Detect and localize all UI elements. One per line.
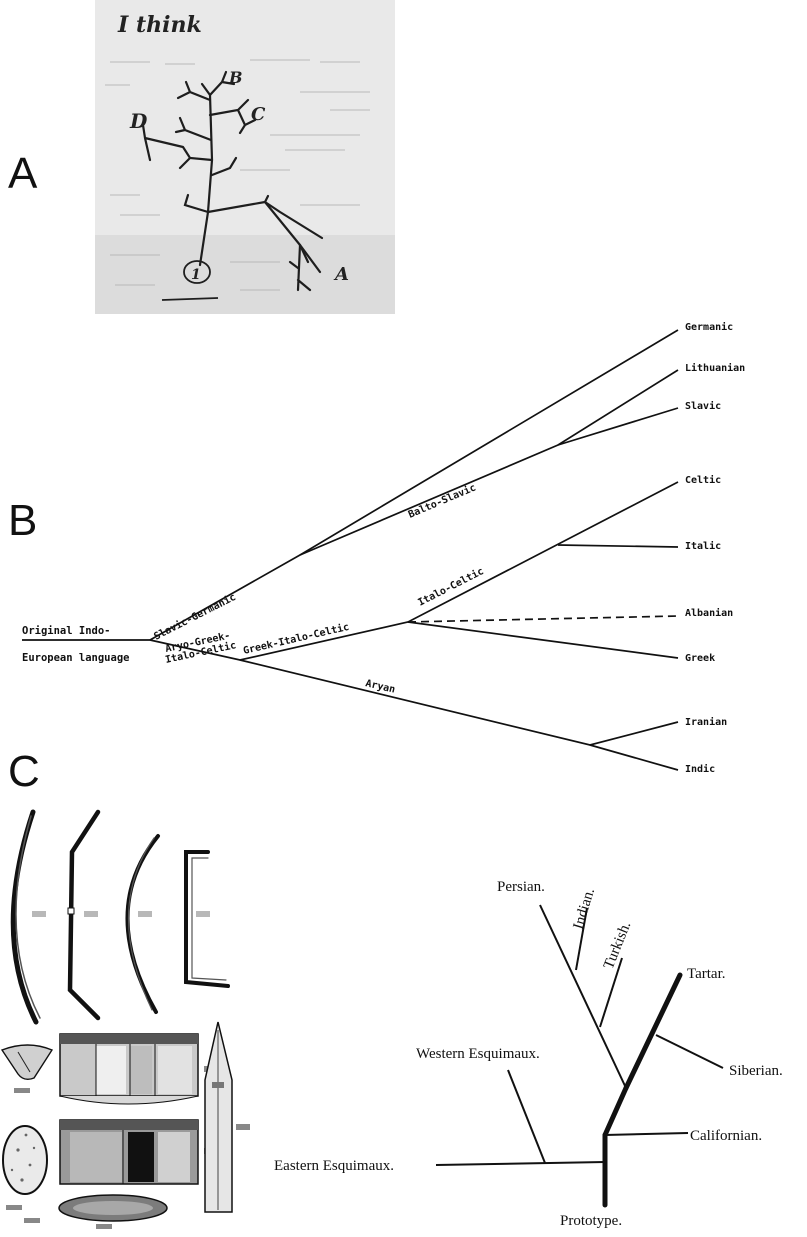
branch-aryan: Aryan bbox=[364, 678, 396, 695]
leaf-siberian: Siberian. bbox=[729, 1063, 783, 1079]
hair-micro-panel-1 bbox=[60, 1034, 218, 1104]
albanian-dashed-edge bbox=[408, 616, 678, 622]
leaf-eastern-esquimaux: Eastern Esquimaux. bbox=[274, 1158, 394, 1174]
leaf-turkish: Turkish. bbox=[601, 919, 635, 971]
hair-knot bbox=[68, 908, 74, 914]
leaf-italic: Italic bbox=[685, 540, 721, 552]
leaf-lithuanian: Lithuanian bbox=[685, 362, 745, 374]
language-tree: Persian. Indian. Turkish. Tartar. Siberi… bbox=[274, 879, 783, 1229]
panel-letter-c: C bbox=[8, 747, 40, 796]
leaf-albanian: Albanian bbox=[685, 607, 733, 619]
notebook-heading: I think bbox=[117, 12, 202, 38]
leaf-iranian: Iranian bbox=[685, 716, 727, 728]
root-prototype: Prototype. bbox=[560, 1213, 622, 1229]
panel-letter-a: A bbox=[8, 149, 38, 198]
leaf-tartar: Tartar. bbox=[687, 966, 726, 982]
notebook-sketch: I think 1 D B C A bbox=[95, 0, 395, 314]
leaf-western-esquimaux: Western Esquimaux. bbox=[416, 1046, 540, 1062]
page-shadow bbox=[95, 235, 395, 314]
tree-c-edges bbox=[436, 905, 723, 1165]
indo-european-tree: Original Indo- European language Slavic-… bbox=[22, 321, 745, 775]
tree-b-edges bbox=[22, 330, 678, 770]
label-d: D bbox=[129, 109, 148, 133]
branch-balto-slavic: Balto-Slavic bbox=[406, 481, 477, 520]
leaf-persian: Persian. bbox=[497, 879, 545, 895]
hair-illustrations bbox=[2, 812, 250, 1229]
root-label-line1: Original Indo- bbox=[22, 625, 111, 637]
hair-flat-section bbox=[59, 1195, 167, 1229]
label-b: B bbox=[228, 68, 243, 87]
label-one: 1 bbox=[191, 267, 201, 283]
panel-letter-b: B bbox=[8, 496, 37, 545]
leaf-germanic: Germanic bbox=[685, 321, 733, 333]
hair-fig-tags bbox=[32, 911, 210, 917]
hair-cross-section-top bbox=[2, 1045, 52, 1093]
leaf-slavic: Slavic bbox=[685, 400, 721, 412]
tree-c-thick-trunk bbox=[605, 975, 680, 1205]
leaf-indian: Indian. bbox=[571, 886, 599, 931]
leaf-greek: Greek bbox=[685, 653, 715, 664]
label-a: A bbox=[333, 264, 349, 285]
root-label-line2: European language bbox=[22, 652, 129, 664]
leaf-celtic: Celtic bbox=[685, 474, 721, 486]
label-c: C bbox=[251, 104, 266, 125]
leaf-californian: Californian. bbox=[690, 1128, 762, 1144]
hair-cross-section-bottom bbox=[3, 1126, 47, 1223]
hair-micro-panel-2 bbox=[60, 1120, 218, 1184]
hair-shaft-long bbox=[205, 1022, 250, 1212]
leaf-indic: Indic bbox=[685, 763, 715, 775]
